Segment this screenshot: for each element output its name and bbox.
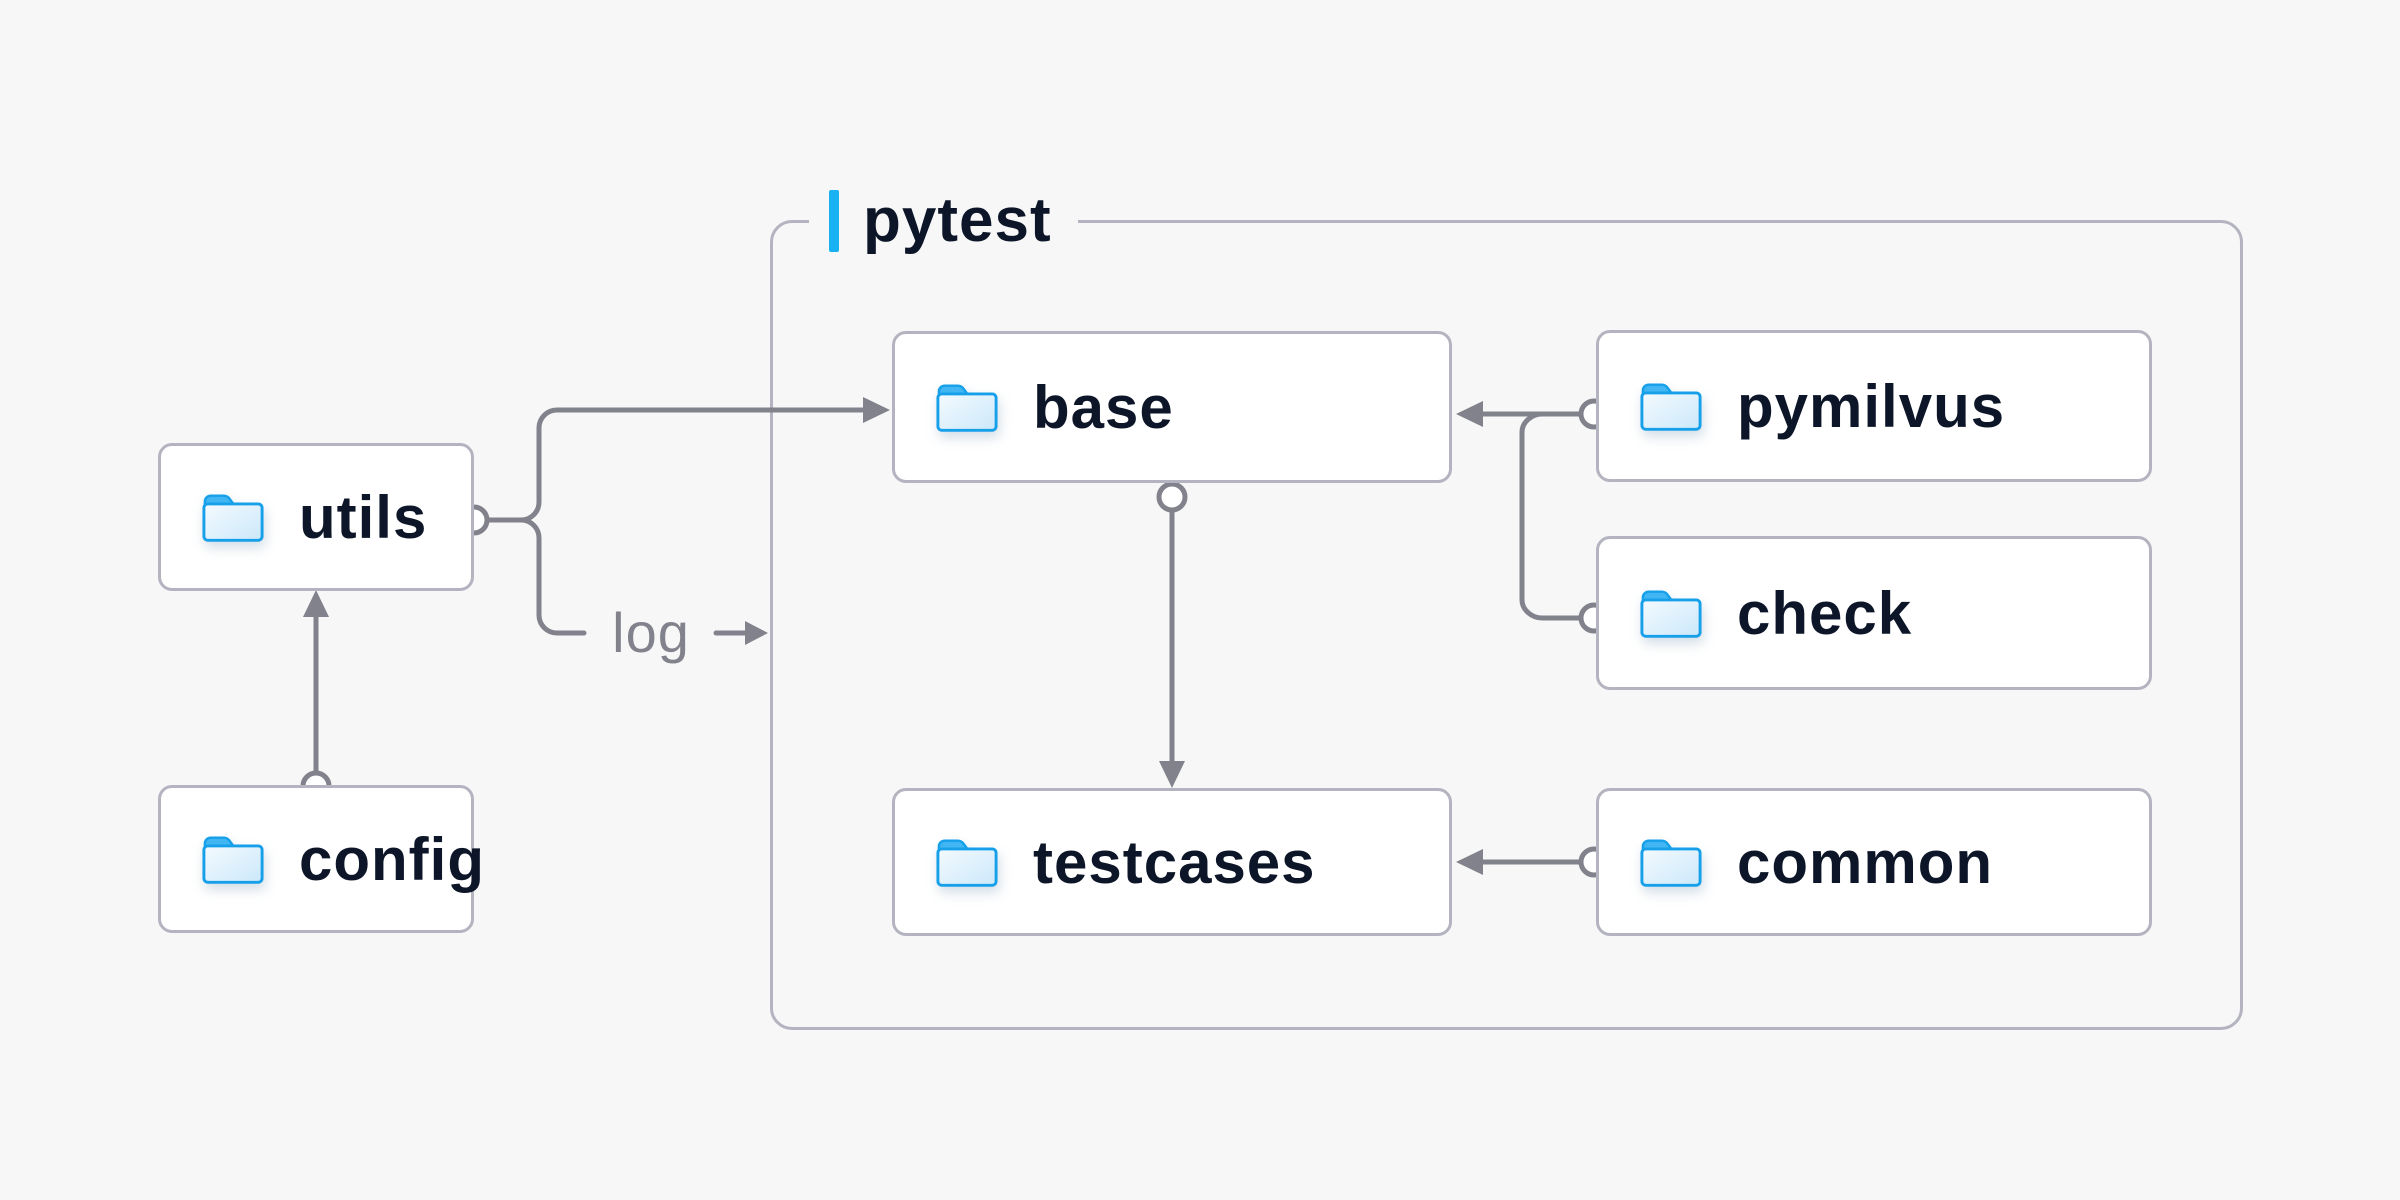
group-pytest-title: pytest — [863, 186, 1052, 255]
folder-icon — [201, 490, 265, 544]
node-pymilvus: pymilvus — [1596, 330, 2152, 482]
node-config: config — [158, 785, 484, 933]
folder-icon — [1639, 586, 1703, 640]
edge-log-arrowhead — [745, 621, 768, 645]
node-label: testcases — [1033, 828, 1316, 896]
group-pytest: pytest — [770, 186, 2243, 1030]
node-utils: utils — [158, 443, 474, 591]
node-label: check — [1737, 579, 1913, 647]
edge-log-arrow — [713, 621, 768, 645]
node-label: pymilvus — [1737, 372, 2006, 440]
edge-config-utils-arrowhead — [303, 590, 329, 617]
node-check: check — [1596, 536, 2152, 690]
folder-icon — [1639, 379, 1703, 433]
node-label: utils — [299, 483, 428, 551]
node-label: config — [299, 825, 485, 893]
node-common: common — [1596, 788, 2152, 936]
edge-utils-log-line — [518, 517, 587, 636]
group-pytest-label: pytest — [809, 186, 1078, 256]
accent-bar — [829, 190, 839, 252]
node-base: base — [892, 331, 1452, 483]
edge-config-utils — [300, 590, 332, 802]
folder-icon — [1639, 835, 1703, 889]
node-label: base — [1033, 373, 1174, 441]
folder-icon — [935, 835, 999, 889]
folder-icon — [935, 380, 999, 434]
edge-label-log: log — [612, 601, 690, 664]
folder-icon — [201, 832, 265, 886]
node-testcases: testcases — [892, 788, 1452, 936]
node-label: common — [1737, 828, 1994, 896]
